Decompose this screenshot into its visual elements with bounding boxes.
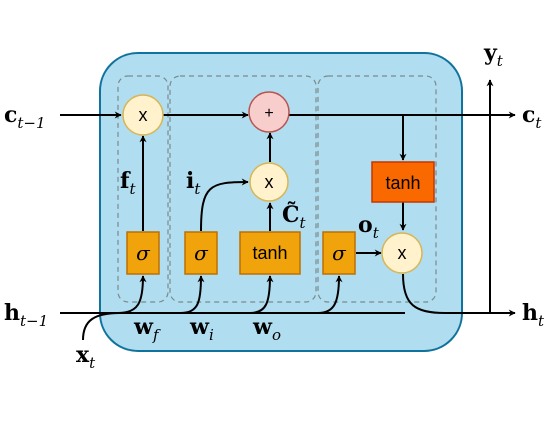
output-sigma-label: σ [332,241,347,265]
output-sigma-gate: σ [322,231,356,275]
input-multiply-label: x [265,172,274,192]
add-node: + [248,91,290,133]
forget-gate-region [117,75,169,303]
i-t-label: it [186,168,201,198]
output-multiply-node: x [381,232,423,274]
input-sigma-gate: σ [184,231,218,275]
c-out-label: ct [522,102,542,132]
c-in-label: ct−1 [4,102,46,132]
candidate-tanh-gate: tanh [239,231,301,275]
forget-multiply-node: x [122,94,164,136]
forget-sigma-gate: σ [126,231,160,275]
input-sigma-label: σ [194,241,209,265]
w-f-label: wf [133,314,161,344]
input-multiply-node: x [249,162,289,202]
forget-multiply-label: x [139,105,148,125]
h-in-label: ht−1 [4,300,48,330]
c-tilde-label: C̃t [282,202,307,232]
output-multiply-label: x [398,243,407,263]
output-input-curve [317,275,343,314]
cell-state-tanh-gate: tanh [371,161,435,203]
y-out-label: yt [483,40,504,70]
input-input-curve [179,275,205,314]
o-t-label: ot [358,212,380,242]
connection-lines [60,79,516,341]
candidate-input-curve [249,275,274,314]
w-i-label: wi [189,314,214,344]
h-out-label: ht [522,300,545,330]
input-sigma-curve [200,178,249,232]
output-gate-region [317,75,437,303]
forget-sigma-label: σ [136,241,151,265]
add-label: + [264,105,273,122]
x-in-curve [82,312,121,341]
candidate-tanh-label: tanh [252,243,287,263]
h-out-path [402,273,516,317]
w-o-label: wo [252,314,281,344]
cell-state-tanh-label: tanh [385,173,420,193]
f-t-label: ft [120,168,136,198]
forget-input-curve [117,275,147,314]
lstm-cell-body [99,52,463,352]
input-gate-region [169,75,317,303]
x-in-label: xt [76,342,96,372]
